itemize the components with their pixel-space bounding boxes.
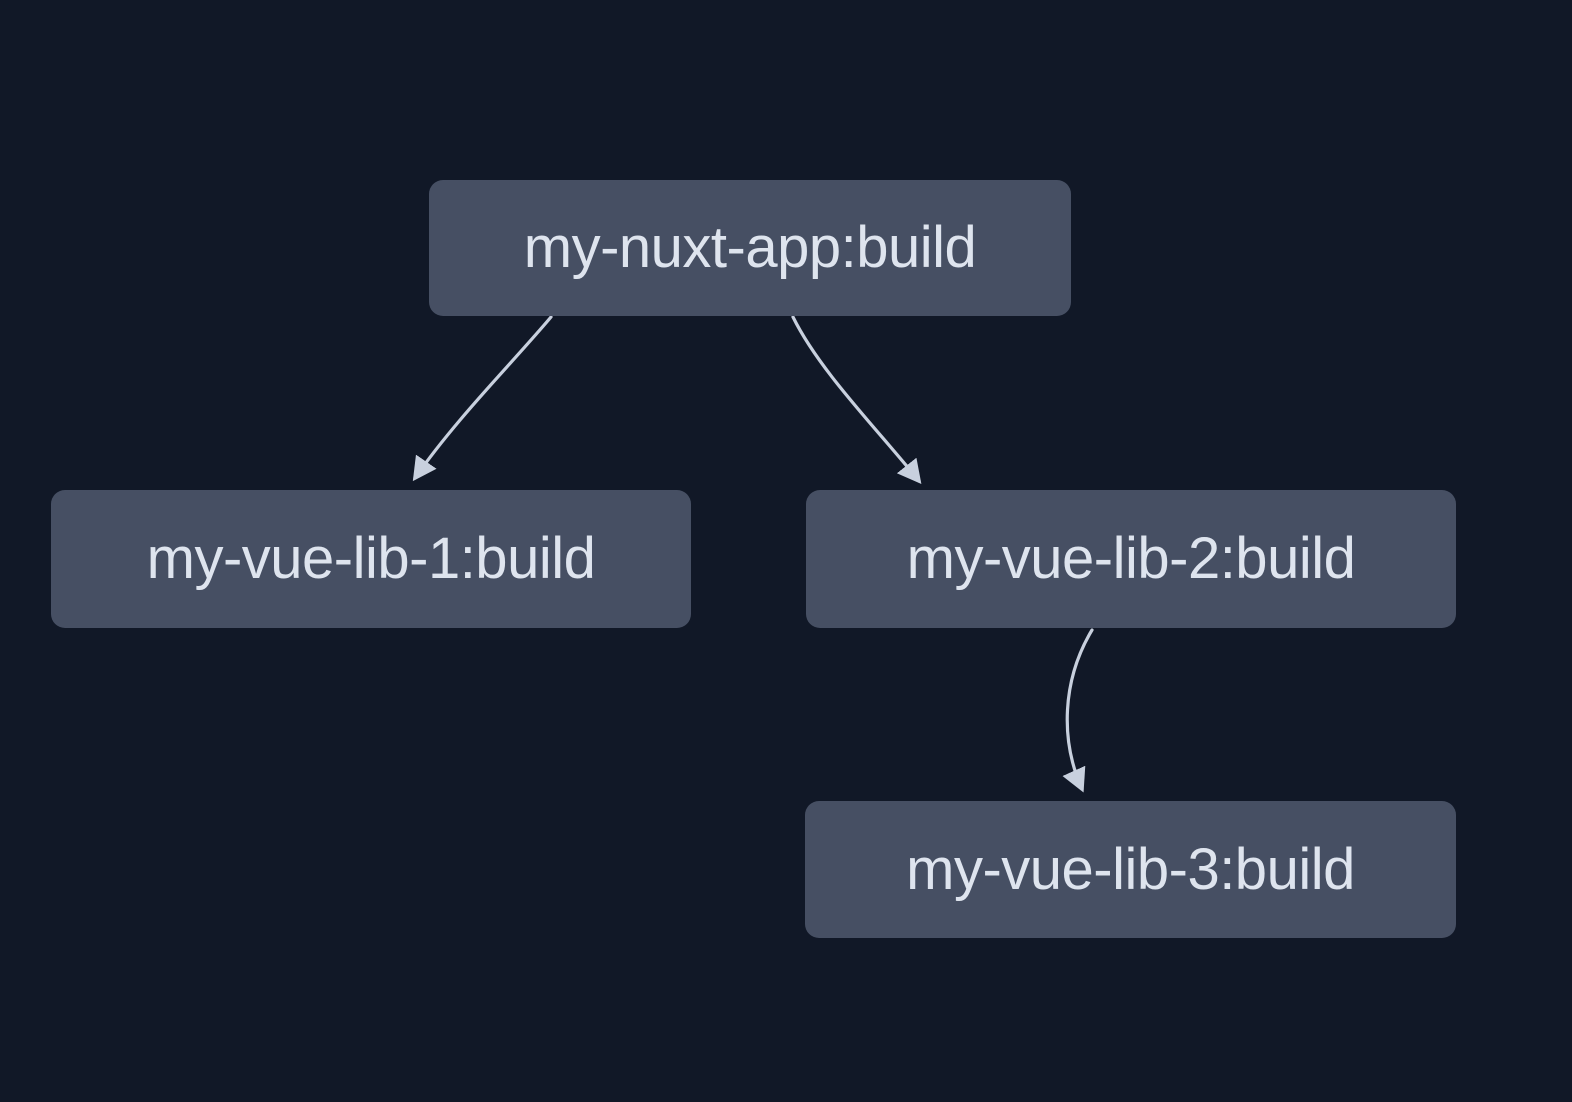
graph-node-label: my-vue-lib-3:build xyxy=(906,836,1355,902)
graph-node-my-vue-lib-2-build[interactable]: my-vue-lib-2:build xyxy=(806,490,1456,628)
graph-node-label: my-vue-lib-1:build xyxy=(146,526,596,591)
edge-root-to-lib1 xyxy=(412,315,553,482)
graph-node-label: my-nuxt-app:build xyxy=(523,215,977,280)
graph-node-my-vue-lib-1-build[interactable]: my-vue-lib-1:build xyxy=(51,490,691,628)
graph-node-my-vue-lib-3-build[interactable]: my-vue-lib-3:build xyxy=(805,801,1456,938)
edge-root-to-lib2 xyxy=(791,315,922,485)
graph-node-label: my-vue-lib-2:build xyxy=(906,526,1356,591)
graph-node-my-nuxt-app-build[interactable]: my-nuxt-app:build xyxy=(429,180,1071,316)
edge-lib2-to-lib3 xyxy=(1062,628,1094,793)
